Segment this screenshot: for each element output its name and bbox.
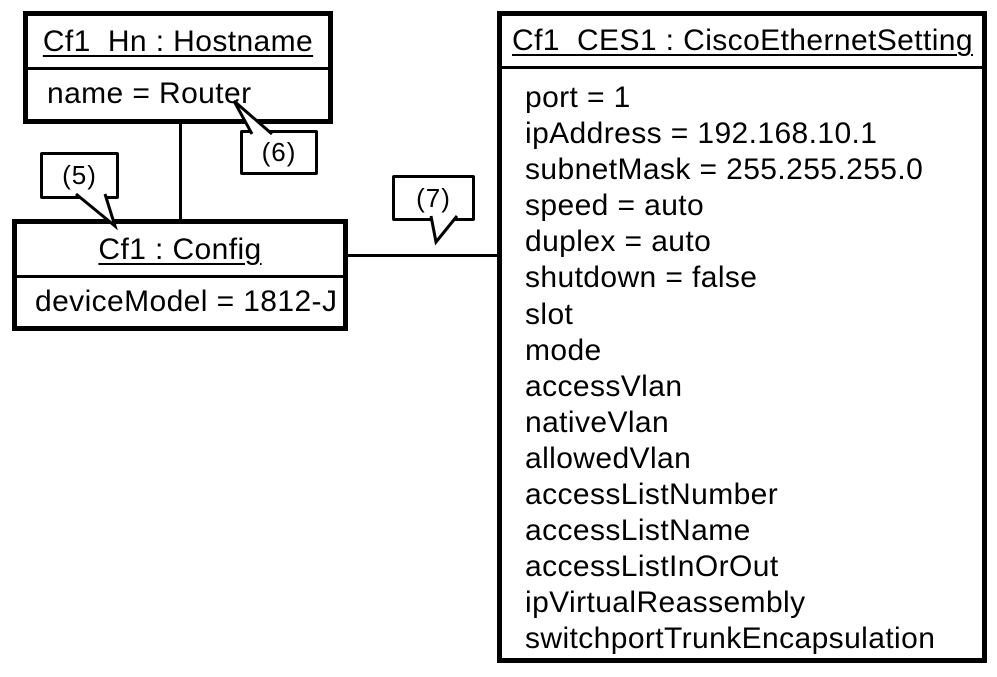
object-title-ciscoethernetsetting: Cf1_CES1 : CiscoEthernetSetting xyxy=(502,16,982,69)
object-title-text: Cf1_CES1 : CiscoEthernetSetting xyxy=(512,24,973,57)
attribute-line: accessListNumber xyxy=(525,478,779,512)
callout-7-bubble: (7) xyxy=(392,175,475,221)
attribute-line: shutdown = false xyxy=(525,261,758,295)
attribute-line: port = 1 xyxy=(525,81,631,114)
object-attributes-config: deviceModel = 1812-J xyxy=(17,278,343,326)
attribute-line: accessListInOrOut xyxy=(525,550,779,584)
attribute-line: name = Router xyxy=(47,77,252,111)
object-title-text: Cf1 : Config xyxy=(98,232,262,266)
object-box-ciscoethernetsetting: Cf1_CES1 : CiscoEthernetSetting port = 1… xyxy=(497,11,987,663)
object-title-text: Cf1_Hn : Hostname xyxy=(42,24,314,58)
attribute-line: deviceModel = 1812-J xyxy=(35,284,338,318)
callout-6-label: (6) xyxy=(261,137,297,167)
object-attributes-hostname: name = Router xyxy=(28,70,328,119)
attribute-line: slot xyxy=(525,297,574,331)
callout-5-label: (5) xyxy=(62,160,97,190)
attribute-line: mode xyxy=(525,333,602,367)
attribute-line: accessVlan xyxy=(525,369,683,403)
object-title-config: Cf1 : Config xyxy=(17,224,343,278)
attribute-line: nativeVlan xyxy=(525,405,670,439)
object-box-config: Cf1 : Config deviceModel = 1812-J xyxy=(12,219,348,331)
attribute-line: accessListName xyxy=(525,514,751,548)
attribute-line: ipVirtualReassembly xyxy=(525,586,806,620)
object-title-hostname: Cf1_Hn : Hostname xyxy=(28,16,328,70)
attribute-line: allowedVlan xyxy=(525,441,692,475)
attribute-line: duplex = auto xyxy=(525,225,712,259)
callout-5-bubble: (5) xyxy=(40,152,119,199)
attribute-line: ipAddress = 192.168.10.1 xyxy=(525,117,878,151)
attribute-line: speed = auto xyxy=(525,189,705,223)
attribute-line: switchportTrunkEncapsulation xyxy=(525,622,936,656)
callout-6-bubble: (6) xyxy=(240,130,318,175)
object-box-hostname: Cf1_Hn : Hostname name = Router xyxy=(23,11,333,124)
attribute-line: subnetMask = 255.255.255.0 xyxy=(525,153,924,187)
callout-7-label: (7) xyxy=(416,182,451,213)
